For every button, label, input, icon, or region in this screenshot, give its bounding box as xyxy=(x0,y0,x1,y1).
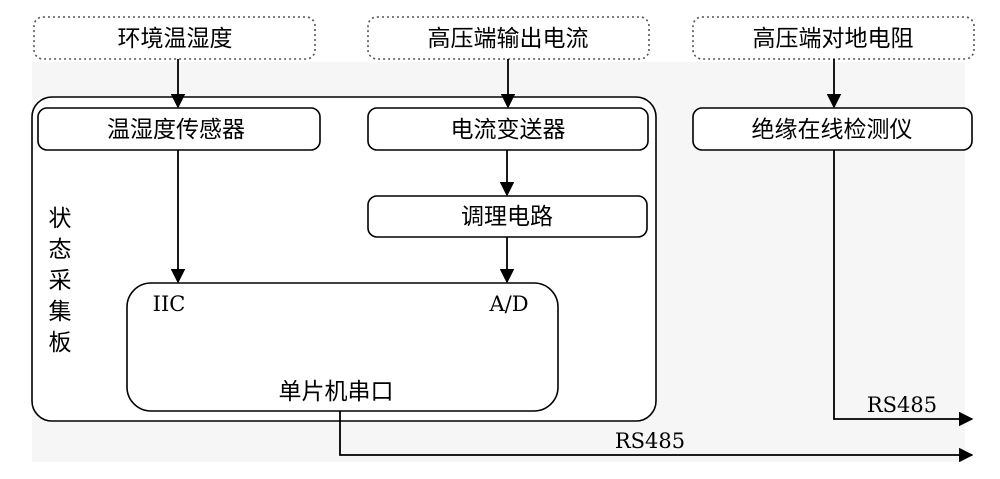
board-label-char-3: 采 xyxy=(49,268,72,294)
rs485-line-mcu xyxy=(339,411,974,463)
rs485-label-upper: RS485 xyxy=(867,393,937,417)
board-label: 状 态 采 集 板 xyxy=(49,206,72,356)
current-transmitter-label: 电流变送器 xyxy=(451,117,566,143)
adc-port-label: A/D xyxy=(488,292,528,316)
board-label-char-2: 态 xyxy=(49,237,72,263)
input-environment: 环境温湿度 xyxy=(33,16,316,60)
iic-port-label: IIC xyxy=(153,292,186,316)
board-label-char-5: 板 xyxy=(49,330,72,356)
current-transmitter-block: 电流变送器 xyxy=(367,107,649,151)
conditioning-circuit-block: 调理电路 xyxy=(367,195,648,238)
insulation-monitor-label: 绝缘在线检测仪 xyxy=(752,117,913,143)
board-label-char-4: 集 xyxy=(49,299,72,325)
conditioning-circuit-label: 调理电路 xyxy=(461,204,553,230)
input-hv-current: 高压端输出电流 xyxy=(367,16,650,60)
th-sensor-label: 温湿度传感器 xyxy=(107,117,245,143)
th-sensor-block: 温湿度传感器 xyxy=(37,107,321,151)
rs485-label-lower: RS485 xyxy=(615,429,685,453)
board-label-char-1: 状 xyxy=(49,206,72,232)
mcu-block: IIC A/D 单片机串口 xyxy=(126,282,559,412)
input-hv-ground-resistance-label: 高压端对地电阻 xyxy=(753,26,914,52)
mcu-label: 单片机串口 xyxy=(279,379,394,405)
input-environment-label: 环境温湿度 xyxy=(118,26,233,52)
rs485-line-monitor xyxy=(833,150,974,427)
input-hv-ground-resistance: 高压端对地电阻 xyxy=(692,16,975,60)
input-hv-current-label: 高压端输出电流 xyxy=(428,26,589,52)
insulation-monitor-block: 绝缘在线检测仪 xyxy=(692,107,973,151)
